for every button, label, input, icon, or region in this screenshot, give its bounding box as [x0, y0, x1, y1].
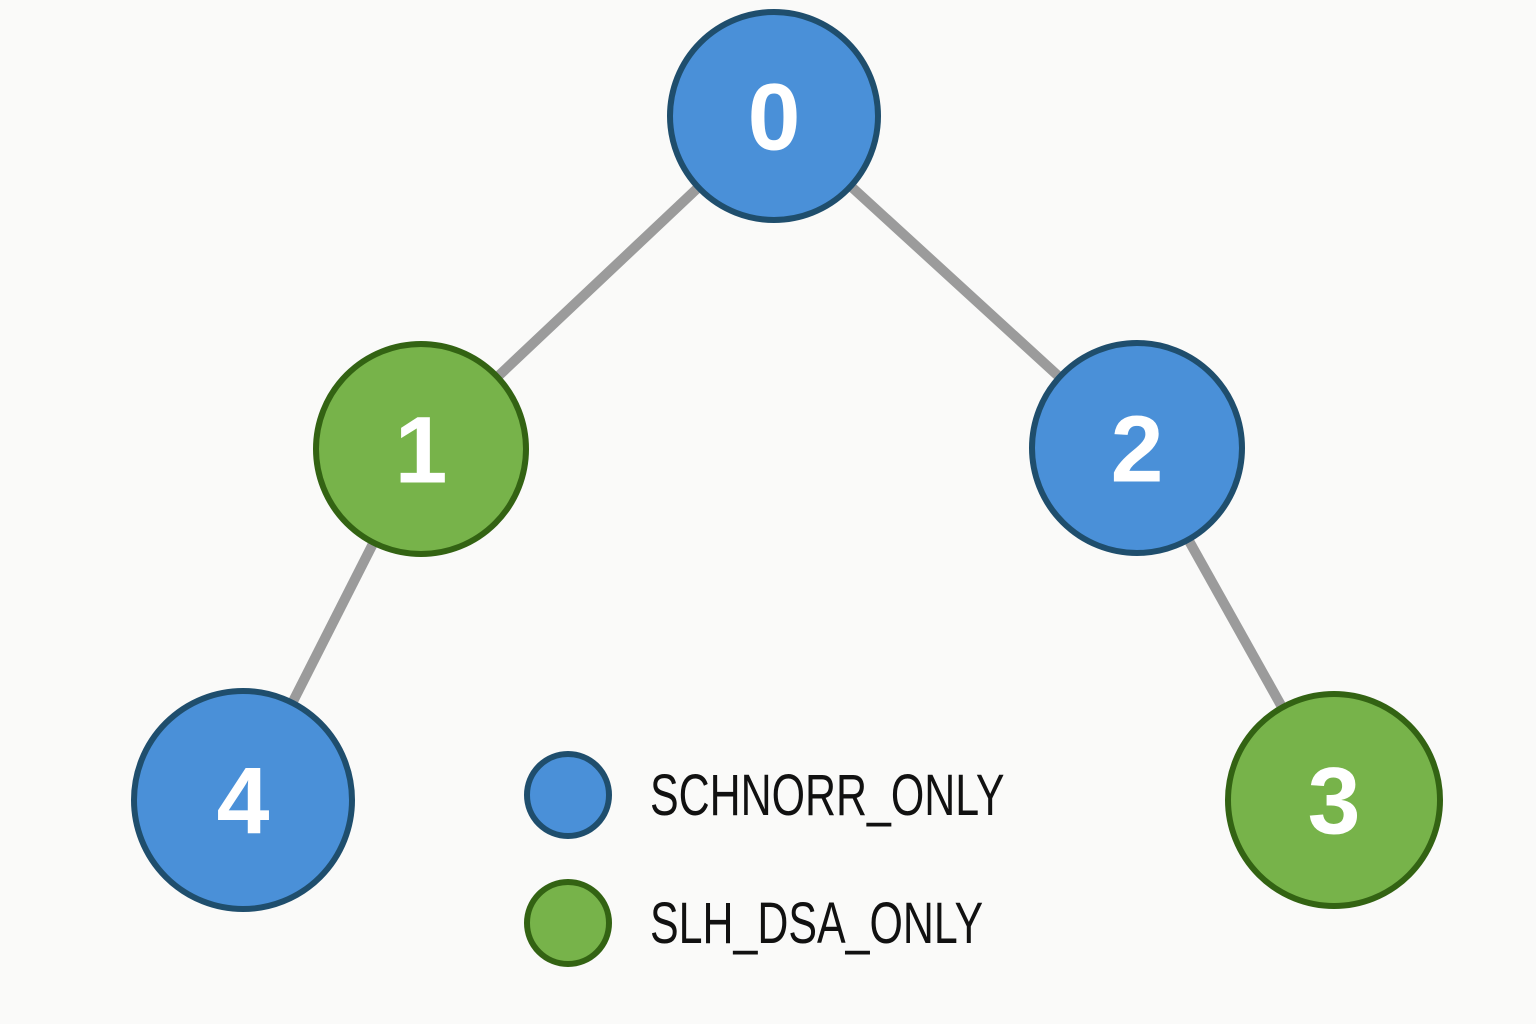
node-label-1: 1 [395, 397, 448, 503]
graph-node-0: 0 [667, 9, 881, 223]
legend-label-slh-dsa-only: SLH_DSA_ONLY [650, 890, 984, 956]
node-circle-0 [667, 9, 881, 223]
legend-label-schnorr-only: SCHNORR_ONLY [650, 762, 1005, 828]
slh-dsa-only-swatch-icon [524, 879, 612, 967]
node-label-4: 4 [217, 748, 270, 854]
legend: SCHNORR_ONLY SLH_DSA_ONLY [524, 751, 1129, 967]
node-label-2: 2 [1111, 396, 1164, 502]
node-label-3: 3 [1308, 748, 1361, 854]
graph-node-2: 2 [1029, 340, 1245, 556]
node-label-0: 0 [748, 64, 801, 170]
node-circle-3 [1225, 691, 1443, 909]
schnorr-only-swatch-icon [524, 751, 612, 839]
node-circle-1 [313, 341, 529, 557]
node-circle-2 [1029, 340, 1245, 556]
graph-node-4: 4 [131, 688, 355, 912]
graph-node-3: 3 [1225, 691, 1443, 909]
nodes-layer: 0 1 2 3 4 [131, 9, 1443, 912]
legend-item-schnorr-only: SCHNORR_ONLY [524, 751, 1129, 839]
graph-node-1: 1 [313, 341, 529, 557]
node-circle-4 [131, 688, 355, 912]
legend-item-slh-dsa-only: SLH_DSA_ONLY [524, 879, 1129, 967]
